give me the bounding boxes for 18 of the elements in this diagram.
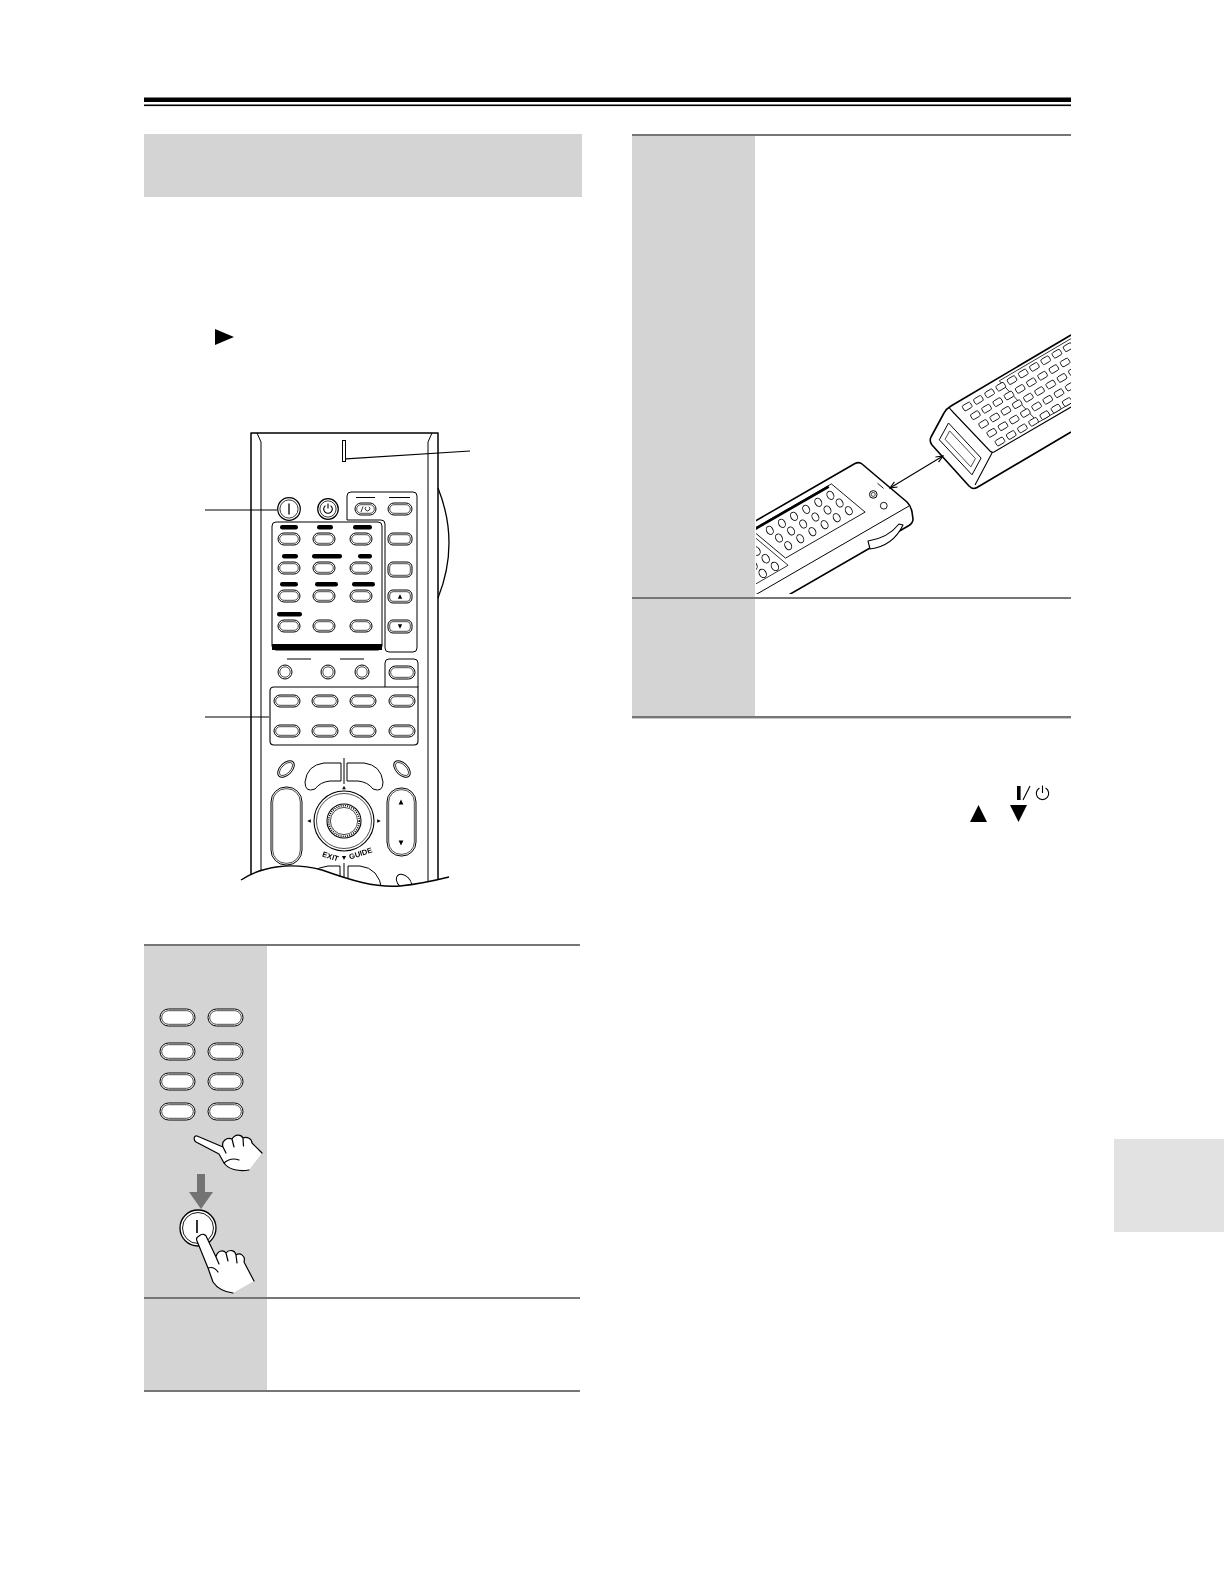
- ir-window: [342, 440, 346, 462]
- button-panel: [269, 686, 420, 747]
- step-column-band: [632, 136, 755, 597]
- remote-control-drawing: [756, 460, 914, 594]
- step-column-band: [144, 946, 267, 1297]
- double-arrow: [889, 455, 944, 489]
- standby-button: [317, 498, 339, 520]
- step-column-band: [632, 599, 755, 716]
- button-press-drawing: [158, 1007, 263, 1174]
- chapter-tab: [1114, 1139, 1224, 1232]
- on-button-press-drawing: [179, 1209, 255, 1294]
- leader-line: [204, 716, 270, 718]
- remote-control-drawing: [928, 334, 1071, 491]
- leader-line: [204, 509, 278, 511]
- on-button: [277, 497, 301, 521]
- heading-band: [144, 134, 582, 197]
- leader-line: [345, 450, 471, 460]
- step-column-band: [144, 1299, 267, 1390]
